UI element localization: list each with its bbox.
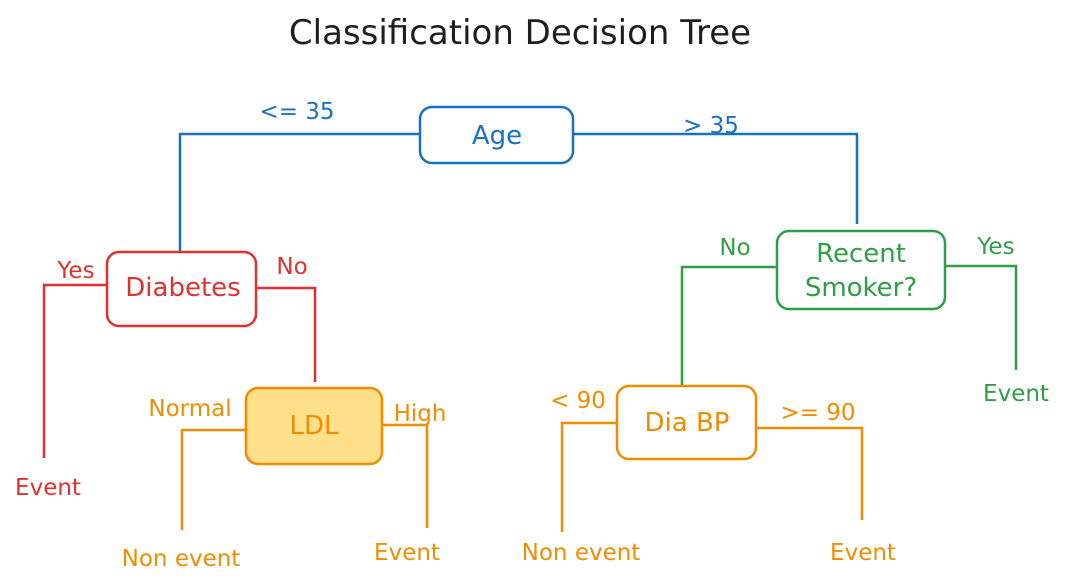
age-node <box>418 105 575 165</box>
edge-label-age-right: > 35 <box>683 113 739 139</box>
leaf-smoker-yes-event: Event <box>983 381 1049 407</box>
ldl-connectors <box>180 423 429 530</box>
edge-label-age-left: <= 35 <box>259 99 334 125</box>
edge-label-smoker-no: No <box>719 235 750 261</box>
edge-label-ldl-high: High <box>394 401 447 427</box>
recent-smoker-label-line2: Smoker? <box>805 273 917 303</box>
diabetes-connectors <box>42 283 317 458</box>
recent-smoker-label-line1: Recent <box>816 239 906 269</box>
age-connectors <box>178 132 859 252</box>
edge-label-bp-low: < 90 <box>550 388 606 414</box>
diabetes-node-label: Diabetes <box>125 273 240 303</box>
edge-label-ldl-normal: Normal <box>148 396 231 422</box>
edge-label-diabetes-yes: Yes <box>56 258 94 284</box>
leaf-diabetes-yes-event: Event <box>15 475 81 501</box>
recent-smoker-node <box>775 229 947 311</box>
ldl-node <box>244 386 384 466</box>
leaf-ldl-high-event: Event <box>374 540 440 566</box>
diagram-title: Classification Decision Tree <box>289 13 751 53</box>
leaf-ldl-normal-non-event: Non event <box>122 546 241 572</box>
edge-label-bp-high: >= 90 <box>780 400 855 426</box>
edge-label-diabetes-no: No <box>276 254 307 280</box>
age-node-label: Age <box>472 121 522 151</box>
diabetes-node <box>105 250 258 328</box>
leaf-bp-high-event: Event <box>830 540 896 566</box>
smoker-connectors <box>680 264 1018 386</box>
ldl-node-label: LDL <box>290 411 340 441</box>
dia-bp-node <box>615 384 758 461</box>
dia-bp-node-label: Dia BP <box>645 408 730 438</box>
diabp-connectors <box>560 421 864 532</box>
leaf-bp-low-non-event: Non event <box>522 540 641 566</box>
edge-label-smoker-yes: Yes <box>976 234 1014 260</box>
